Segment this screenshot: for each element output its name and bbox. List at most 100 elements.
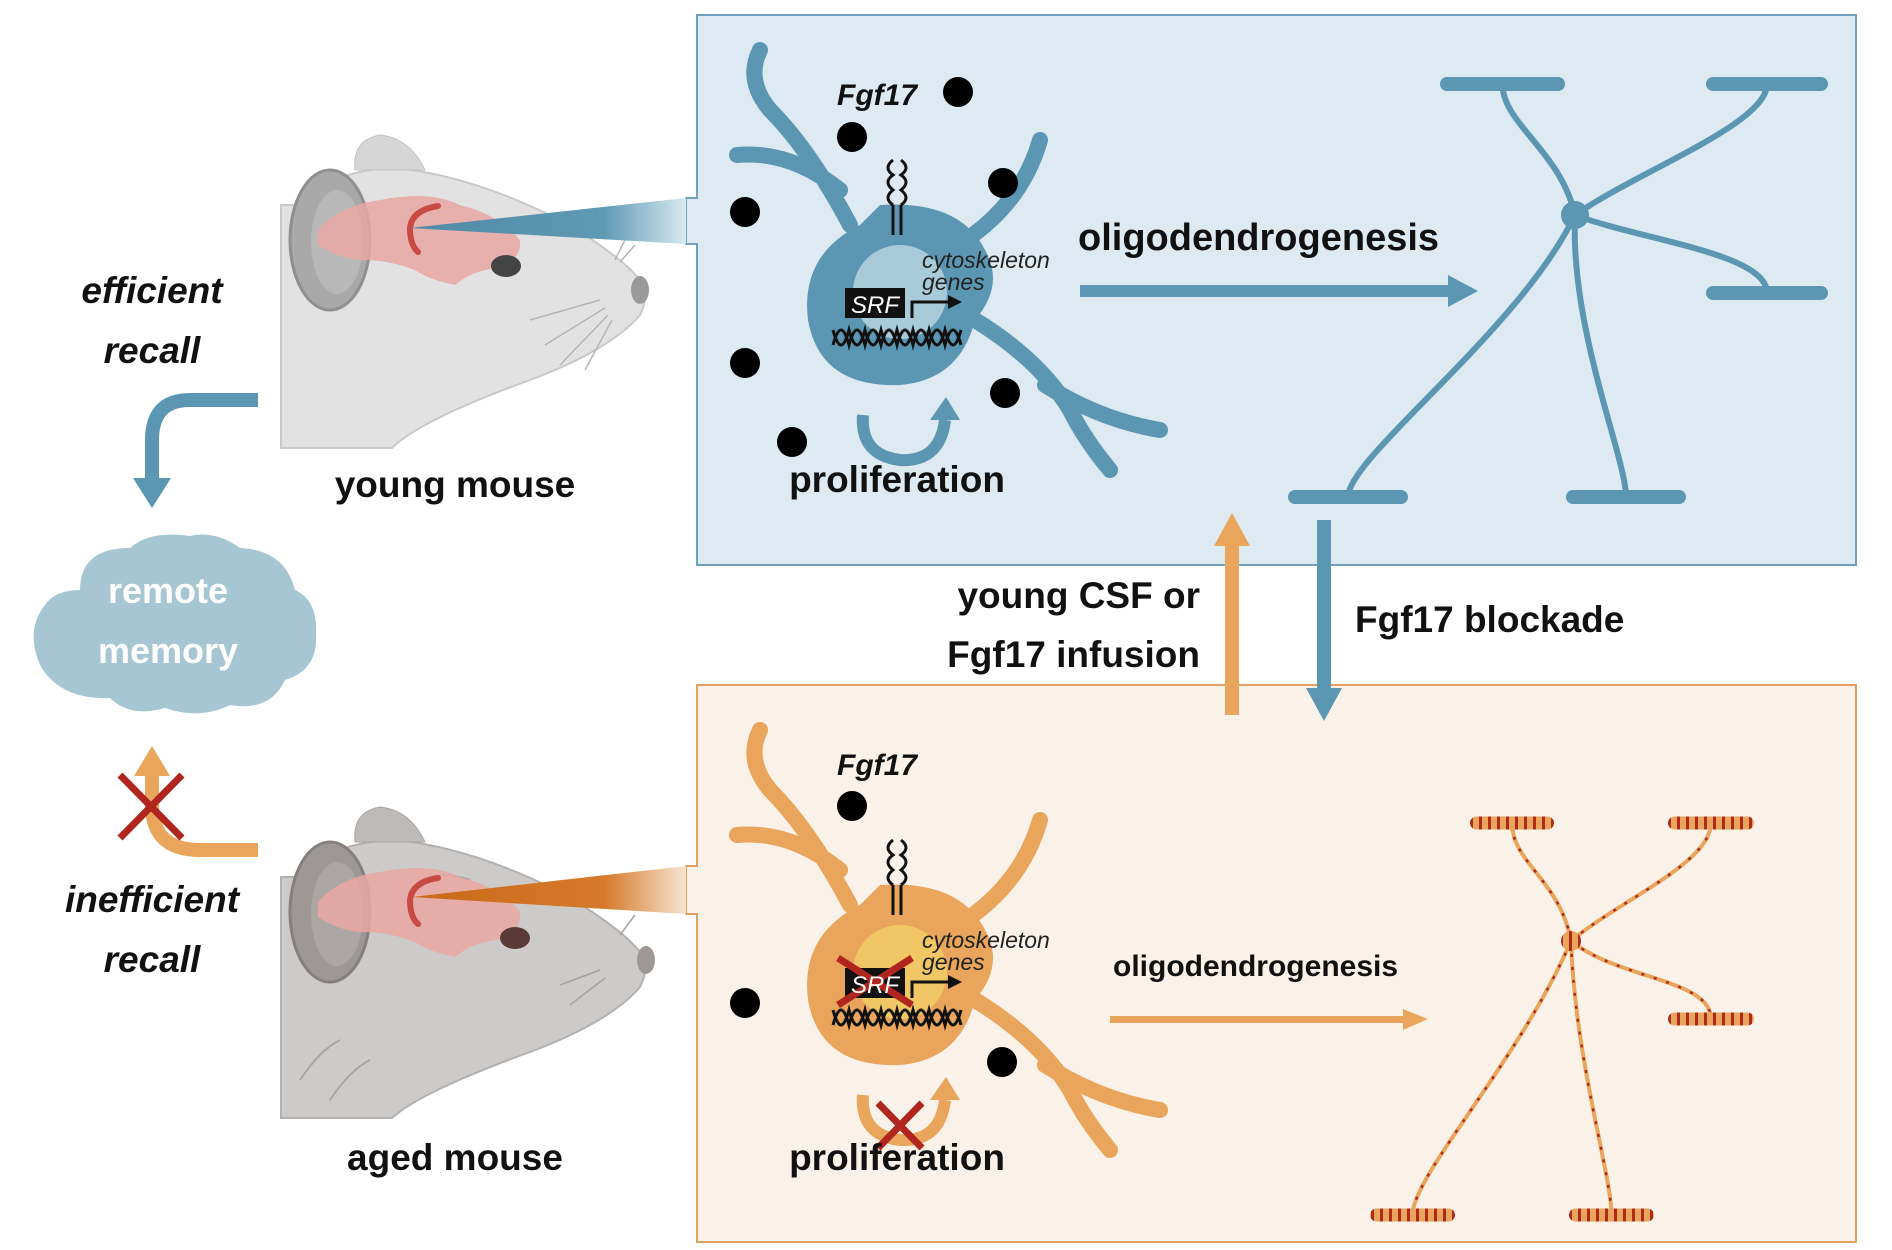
inefficient-recall-arrow xyxy=(117,746,258,857)
young-oligodendrogenesis-label: oligodendrogenesis xyxy=(1078,217,1439,259)
dna-strand xyxy=(831,1004,963,1027)
aged-fgf17-label: Fgf17 xyxy=(837,749,918,782)
receptor-stalk xyxy=(891,205,903,235)
aged-oligodendrocyte xyxy=(1370,816,1754,1222)
zoom-beam xyxy=(410,198,686,244)
cloud-label-line2: memory xyxy=(98,630,238,671)
efficient-recall-line2: recall xyxy=(104,330,201,371)
myelin-sheath xyxy=(1566,490,1686,504)
dna-strand xyxy=(831,1008,963,1031)
proliferation-arrowhead xyxy=(930,1077,960,1100)
mouse-brain xyxy=(318,196,521,285)
cell-process xyxy=(729,826,848,878)
mouse-whiskers xyxy=(529,239,636,371)
oligo-process xyxy=(1571,214,1629,498)
fgf17-ligand-dot xyxy=(943,77,973,107)
young-gene-label-2: genes xyxy=(922,269,985,295)
aged-panel xyxy=(685,684,1857,1243)
mouse-nose xyxy=(631,276,649,304)
fgf17-ligand-dot xyxy=(730,197,760,227)
mouse-eye xyxy=(500,927,530,949)
oligo-process xyxy=(1573,212,1770,294)
dna-strand xyxy=(831,328,963,351)
myelin-sheath xyxy=(1288,490,1408,504)
fgf17-ligand-dot xyxy=(730,988,760,1018)
aged-proliferation-label: proliferation xyxy=(789,1137,1005,1178)
transcription-arrow xyxy=(910,980,950,998)
srf-blocked-x-icon xyxy=(836,955,914,1008)
receptor-domains xyxy=(886,838,908,887)
young-mouse-label: young mouse xyxy=(335,464,576,505)
myelin-sheath xyxy=(1440,77,1565,91)
mouse-whiskers xyxy=(559,914,636,1006)
mouse-eye xyxy=(491,255,521,277)
young-oligodendrocyte xyxy=(1288,77,1828,504)
myelin-sheath xyxy=(1668,1012,1754,1026)
fgf17-ligand-dot xyxy=(837,122,867,152)
oligo-process xyxy=(1569,940,1614,1216)
receptor-stalk xyxy=(891,885,903,915)
myelin-sheath xyxy=(1370,1208,1455,1222)
srf-box xyxy=(845,288,905,318)
aged-oligodendrogenesis-arrow xyxy=(1110,1009,1428,1030)
transcription-arrowhead xyxy=(948,975,962,989)
receptor-icon xyxy=(886,838,908,915)
mouse-nose xyxy=(637,946,655,974)
fgf17-ligand-dot xyxy=(987,1047,1017,1077)
remote-memory-cloud: remote memory xyxy=(33,534,317,714)
proliferation-blocked-x-icon xyxy=(875,1100,925,1151)
efficient-recall-arrow xyxy=(133,393,258,508)
cloud-label-line1: remote xyxy=(108,570,228,611)
aged-progenitor-cell xyxy=(729,722,1168,1158)
aged-gene-label-2: genes xyxy=(922,949,985,975)
young-progenitor-cell xyxy=(729,42,1168,478)
inefficient-recall-line1: inefficient xyxy=(65,879,241,920)
young-mouse-illustration xyxy=(280,134,686,449)
blockade-arrow xyxy=(1306,520,1342,721)
fgf17-ligand-dot xyxy=(988,168,1018,198)
zoom-beam xyxy=(412,866,686,914)
inefficient-recall-line2: recall xyxy=(104,939,201,980)
oligo-process xyxy=(1569,939,1713,1020)
rescue-arrow xyxy=(1214,513,1250,715)
mouse-ear-back xyxy=(354,134,426,171)
fgf17-ligand-dot xyxy=(730,348,760,378)
young-fgf17-label: Fgf17 xyxy=(837,79,918,112)
receptor-icon xyxy=(886,158,908,235)
rescue-label-line1: young CSF or xyxy=(957,575,1200,616)
mouse-ear-back xyxy=(354,806,426,843)
oligo-soma xyxy=(1561,201,1589,229)
oligo-process xyxy=(1410,940,1573,1216)
young-oligodendrogenesis-arrow xyxy=(1080,275,1478,307)
receptor-domains xyxy=(886,158,908,207)
fgf17-ligand-dot xyxy=(990,378,1020,408)
oligo-process xyxy=(1573,83,1770,218)
blocked-x-icon xyxy=(117,772,185,841)
efficient-recall-line1: efficient xyxy=(81,270,224,311)
hippocampus xyxy=(406,875,441,927)
aged-panel-frame xyxy=(685,684,1857,1243)
aged-srf-label: SRF xyxy=(851,972,900,999)
young-proliferation-label: proliferation xyxy=(789,459,1005,500)
mouse-brain xyxy=(318,868,521,957)
cell-process xyxy=(729,146,848,198)
aged-oligodendrogenesis-label: oligodendrogenesis xyxy=(1113,950,1398,983)
myelin-sheath xyxy=(1706,77,1828,91)
cell-process xyxy=(1037,1057,1168,1118)
oligo-soma xyxy=(1561,931,1581,951)
myelin-sheath xyxy=(1569,1208,1654,1222)
aged-mouse-illustration xyxy=(280,806,686,1119)
young-gene-label-1: cytoskeleton xyxy=(922,247,1050,273)
myelin-sheath xyxy=(1706,286,1828,300)
rescue-label-line2: Fgf17 infusion xyxy=(947,634,1200,675)
oligo-process xyxy=(1345,213,1578,498)
transcription-arrowhead xyxy=(948,295,962,309)
oligo-process-defect xyxy=(1570,822,1713,942)
fgf17-ligand-dot xyxy=(777,427,807,457)
proliferation-arrowhead xyxy=(930,397,960,420)
aged-mouse-label: aged mouse xyxy=(347,1137,563,1178)
cloud-icon xyxy=(33,534,317,714)
oligo-process xyxy=(1510,822,1573,942)
young-srf-label: SRF xyxy=(851,292,900,319)
oligo-process xyxy=(1499,83,1578,216)
